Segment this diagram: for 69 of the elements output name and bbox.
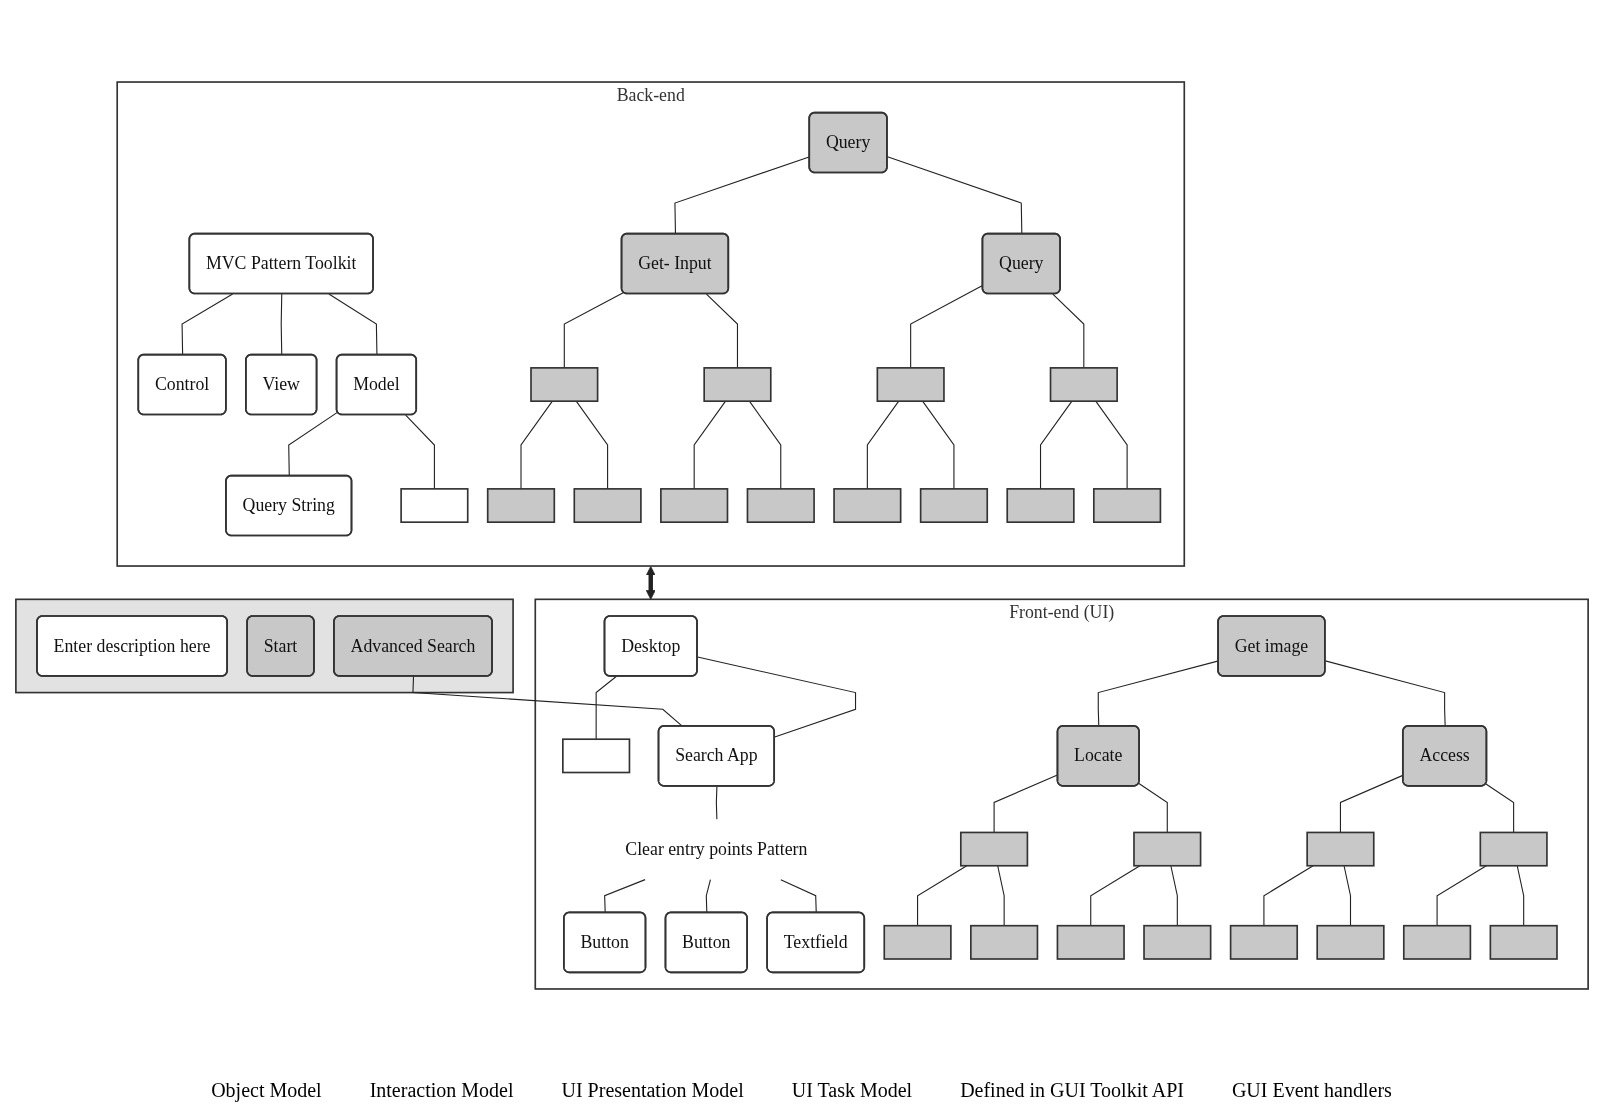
node-box [919,488,988,523]
node-box [659,488,728,523]
connector [595,675,617,740]
node-box [1229,924,1298,960]
node-box [1049,367,1118,402]
connector [1089,865,1140,927]
connector [715,785,717,821]
node-box [1132,831,1201,867]
node-box [1315,924,1385,960]
node-box [561,738,630,774]
connector [575,400,608,490]
connector [705,293,738,369]
connector [287,411,338,477]
connector [1262,865,1314,927]
node-box [1092,488,1161,523]
node-box [1005,488,1075,523]
connector [404,414,435,490]
node-box [1489,924,1558,960]
node-box [832,488,901,523]
connector [1343,865,1351,927]
connector [181,293,233,356]
section-heading: UI Task Model [790,1078,914,1103]
node-text: Clear entry points Pattern [624,839,807,858]
node-box [1479,831,1548,867]
node-box [1305,831,1375,867]
connector [327,293,377,356]
node-box [486,488,555,523]
arrow [645,566,656,600]
connector [916,865,967,927]
connector [603,879,646,914]
node-box [529,367,598,402]
connector [886,156,1022,235]
node-box [1142,924,1211,960]
node-box [1402,924,1471,960]
connector [519,400,553,490]
connector [1516,865,1524,927]
connector [1137,782,1168,833]
connector [411,675,683,727]
section-heading: Interaction Model [368,1078,515,1103]
node-box [399,488,469,523]
node-box [1056,924,1125,960]
connector [1484,783,1514,833]
node-box [876,367,945,402]
section-heading: GUI Event handlers [1230,1078,1393,1103]
connector [1094,400,1128,490]
cluster [14,598,514,694]
section-heading: Defined in GUI Toolkit API [959,1078,1185,1103]
connector [1436,865,1487,927]
node-box [702,367,772,402]
connector [779,879,817,914]
section-heading: Object Model [210,1078,323,1104]
node-box [572,488,642,523]
node-box [959,831,1028,867]
connector [1324,660,1446,727]
connector [748,400,781,490]
section-heading: UI Presentation Model [560,1078,745,1103]
connector [705,879,711,914]
connector [921,400,954,490]
connector [280,293,282,356]
node-box [746,488,815,523]
connector [693,400,726,490]
connector [996,865,1005,927]
connector [1169,865,1178,927]
connector [696,656,856,738]
connector [866,400,899,490]
node-box [969,924,1038,960]
connector [1051,293,1084,369]
node-box [882,924,952,960]
connector [1039,400,1072,490]
